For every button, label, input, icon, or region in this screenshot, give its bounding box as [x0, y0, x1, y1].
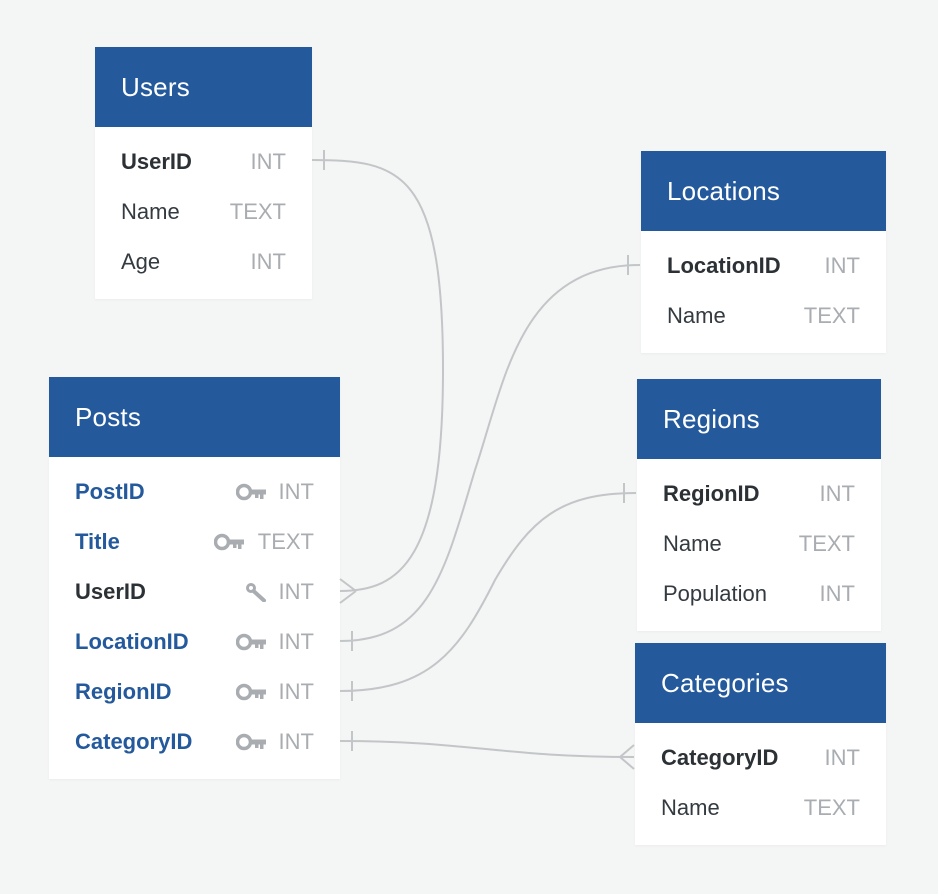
field-type: INT — [278, 579, 314, 604]
posts-field-locationid[interactable]: LocationID INT — [49, 617, 340, 667]
key-icon — [236, 633, 266, 651]
categories-table[interactable]: Categories CategoryID INT Name TEXT — [635, 643, 886, 845]
key-icon — [214, 533, 244, 551]
regions-field-population[interactable]: Population INT — [637, 569, 881, 619]
locations-table-header[interactable]: Locations — [641, 151, 886, 231]
field-name: PostID — [75, 479, 145, 504]
field-type: INT — [250, 149, 286, 174]
field-type: INT — [824, 253, 860, 278]
locations-table[interactable]: Locations LocationID INT Name TEXT — [641, 151, 886, 353]
field-name: Name — [121, 199, 180, 224]
key-icon — [236, 683, 266, 701]
posts-field-title[interactable]: Title TEXT — [49, 517, 340, 567]
categories-field-name[interactable]: Name TEXT — [635, 783, 886, 833]
field-type: INT — [278, 679, 314, 704]
many-marker-posts-userid — [339, 578, 357, 604]
users-field-name[interactable]: Name TEXT — [95, 187, 312, 237]
categories-table-header[interactable]: Categories — [635, 643, 886, 723]
field-type: TEXT — [257, 529, 314, 554]
posts-table-header[interactable]: Posts — [49, 377, 340, 457]
field-name: Age — [121, 249, 161, 274]
posts-table-title: Posts — [75, 401, 142, 432]
posts-field-categoryid[interactable]: CategoryID INT — [49, 717, 340, 767]
locations-table-title: Locations — [667, 175, 781, 206]
posts-field-postid[interactable]: PostID INT — [49, 467, 340, 517]
regions-table-title: Regions — [663, 403, 760, 434]
users-table-title: Users — [121, 71, 190, 102]
field-type: INT — [824, 745, 860, 770]
connector-locations-posts — [339, 264, 641, 642]
posts-field-userid[interactable]: UserID INT — [49, 567, 340, 617]
field-name: LocationID — [667, 253, 781, 278]
users-field-age[interactable]: Age INT — [95, 237, 312, 287]
field-type: INT — [819, 581, 855, 606]
field-type: TEXT — [798, 531, 855, 556]
regions-table-header[interactable]: Regions — [637, 379, 881, 459]
categories-field-categoryid[interactable]: CategoryID INT — [635, 733, 886, 783]
key-icon — [236, 483, 266, 501]
field-type: TEXT — [229, 199, 286, 224]
field-type: INT — [819, 481, 855, 506]
connector-categories-posts — [339, 740, 635, 758]
wrench-key-icon — [246, 583, 266, 602]
field-name: UserID — [121, 149, 192, 174]
field-name: CategoryID — [75, 729, 193, 754]
field-type: TEXT — [803, 303, 860, 328]
key-icon — [236, 733, 266, 751]
field-name: Name — [663, 531, 722, 556]
field-name: CategoryID — [661, 745, 779, 770]
users-table[interactable]: Users UserID INT Name TEXT Age INT — [95, 47, 312, 299]
locations-field-name[interactable]: Name TEXT — [641, 291, 886, 341]
field-name: Name — [667, 303, 726, 328]
field-type: INT — [250, 249, 286, 274]
field-type: TEXT — [803, 795, 860, 820]
posts-field-regionid[interactable]: RegionID INT — [49, 667, 340, 717]
locations-field-locationid[interactable]: LocationID INT — [641, 241, 886, 291]
users-field-userid[interactable]: UserID INT — [95, 137, 312, 187]
field-type: INT — [278, 629, 314, 654]
field-name: RegionID — [75, 679, 172, 704]
many-marker-categories-categoryid — [619, 744, 635, 770]
field-name: Title — [75, 529, 120, 554]
users-table-header[interactable]: Users — [95, 47, 312, 127]
connector-regions-posts — [339, 492, 637, 692]
field-name: RegionID — [663, 481, 760, 506]
posts-table[interactable]: Posts PostID INT Title — [49, 377, 340, 779]
field-name: Name — [661, 795, 720, 820]
field-type: INT — [278, 729, 314, 754]
regions-field-regionid[interactable]: RegionID INT — [637, 469, 881, 519]
field-type: INT — [278, 479, 314, 504]
field-name: Population — [663, 581, 767, 606]
regions-field-name[interactable]: Name TEXT — [637, 519, 881, 569]
categories-table-title: Categories — [661, 667, 789, 698]
field-name: LocationID — [75, 629, 189, 654]
field-name: UserID — [75, 579, 146, 604]
regions-table[interactable]: Regions RegionID INT Name TEXT Populatio… — [637, 379, 881, 631]
